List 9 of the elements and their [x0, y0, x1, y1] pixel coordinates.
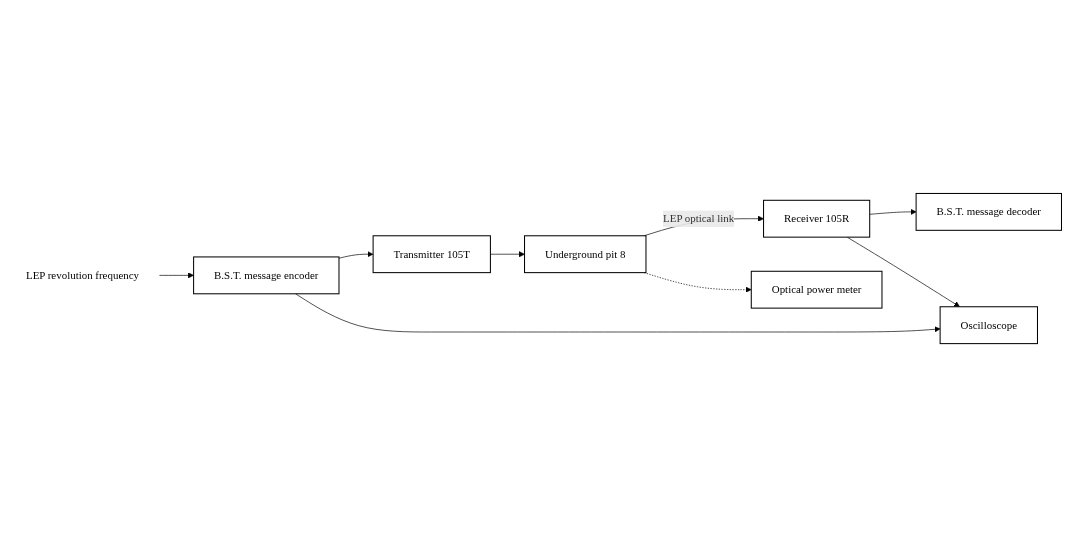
- edge-label: LEP optical link: [663, 213, 735, 225]
- node-box: Optical power meter: [750, 271, 883, 310]
- node-box: B.S.T. message encoder: [193, 256, 340, 295]
- node-box: Underground pit 8: [524, 235, 647, 274]
- node-box: Receiver 105R: [763, 200, 871, 239]
- node-text: LEP revolution frequency: [25, 269, 139, 282]
- node-box: Oscilloscope: [939, 306, 1038, 345]
- node-box: B.S.T. message decoder: [915, 193, 1062, 232]
- node-box: Transmitter 105T: [372, 235, 491, 274]
